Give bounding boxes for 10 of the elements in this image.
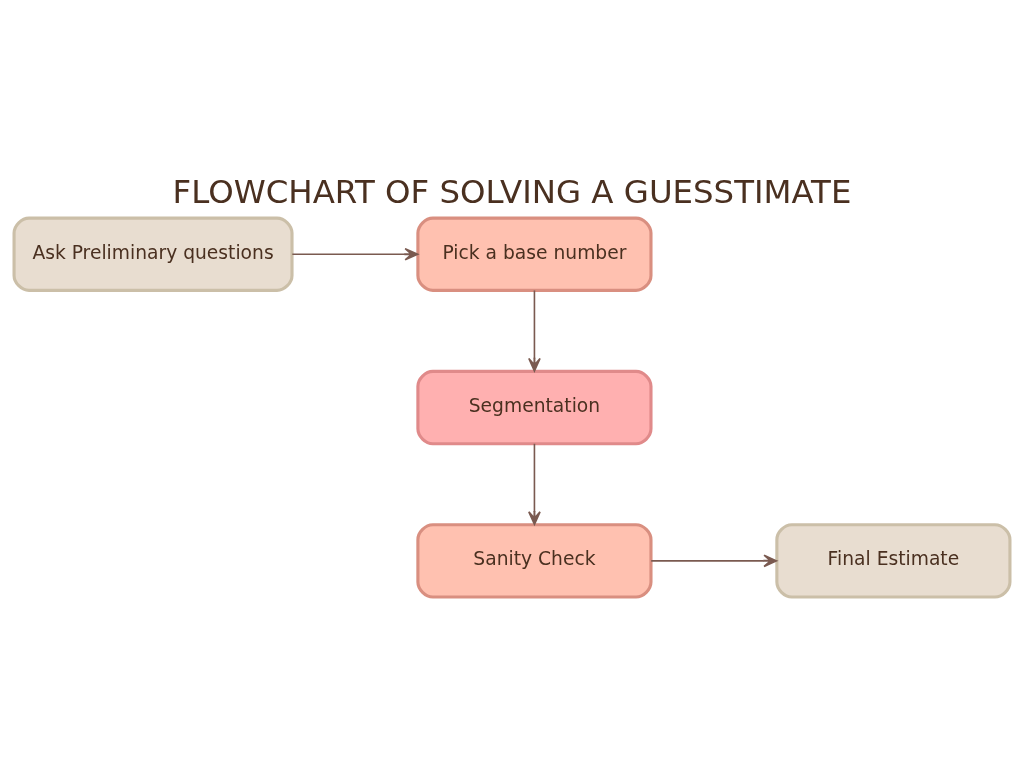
- arrow: [291, 247, 419, 261]
- node-box: Final Estimate: [775, 522, 1012, 599]
- diagram-title: FLOWCHART OF SOLVING A GUESSTIMATE: [172, 172, 852, 211]
- node-box: Segmentation: [416, 369, 653, 445]
- node-box: Pick a base number: [416, 216, 653, 292]
- node-box: Sanity Check: [416, 522, 653, 599]
- node-box: Ask Preliminary questions: [12, 216, 294, 292]
- arrow: [528, 442, 541, 525]
- arrow: [650, 553, 778, 567]
- arrow: [528, 289, 541, 372]
